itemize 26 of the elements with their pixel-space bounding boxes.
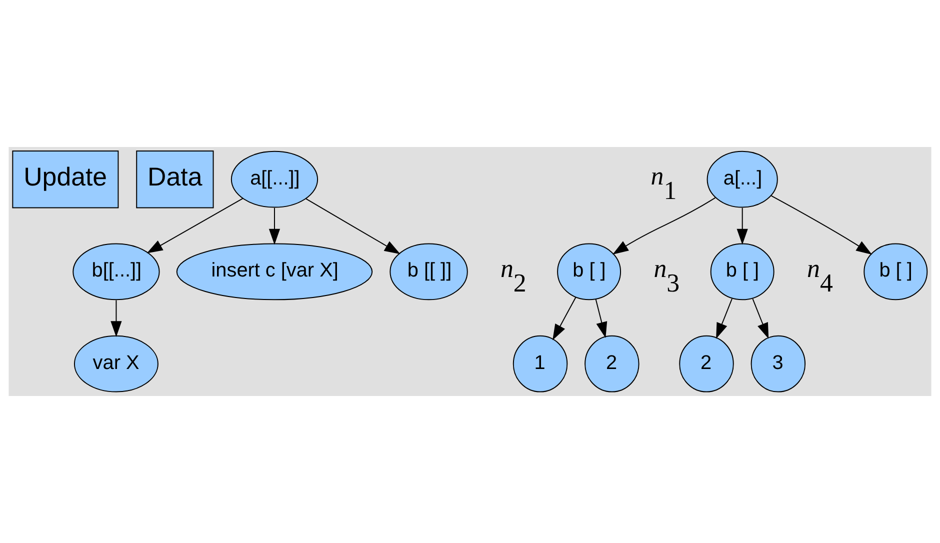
arrow <box>752 298 769 339</box>
node-ellipse: b [ ] <box>710 243 774 300</box>
arrow <box>736 207 748 245</box>
arrow <box>552 296 576 340</box>
arrow <box>268 207 280 245</box>
arrow <box>595 298 608 338</box>
node-box: Update <box>12 150 119 208</box>
arrow <box>716 298 732 339</box>
node-circle: 2 <box>584 335 640 392</box>
node-ellipse: var X <box>74 335 158 392</box>
node-ellipse: b[[...]] <box>72 243 160 300</box>
arrow <box>770 195 872 255</box>
node-box: Data <box>136 150 214 208</box>
node-ellipse: a[...] <box>706 150 778 208</box>
node-ellipse: b [[ ]] <box>390 243 468 300</box>
arrow <box>146 198 244 254</box>
arrow <box>306 198 400 254</box>
node-ellipse: insert c [var X] <box>176 243 373 300</box>
arrow <box>612 197 716 254</box>
node-ellipse: a[[...]] <box>230 150 318 208</box>
node-circle: 3 <box>750 335 806 392</box>
node-ellipse: b [ ] <box>557 243 622 300</box>
node-ellipse: b [ ] <box>864 243 928 300</box>
node-circle: 1 <box>512 335 568 392</box>
arrow <box>110 300 122 337</box>
node-circle: 2 <box>679 335 734 392</box>
